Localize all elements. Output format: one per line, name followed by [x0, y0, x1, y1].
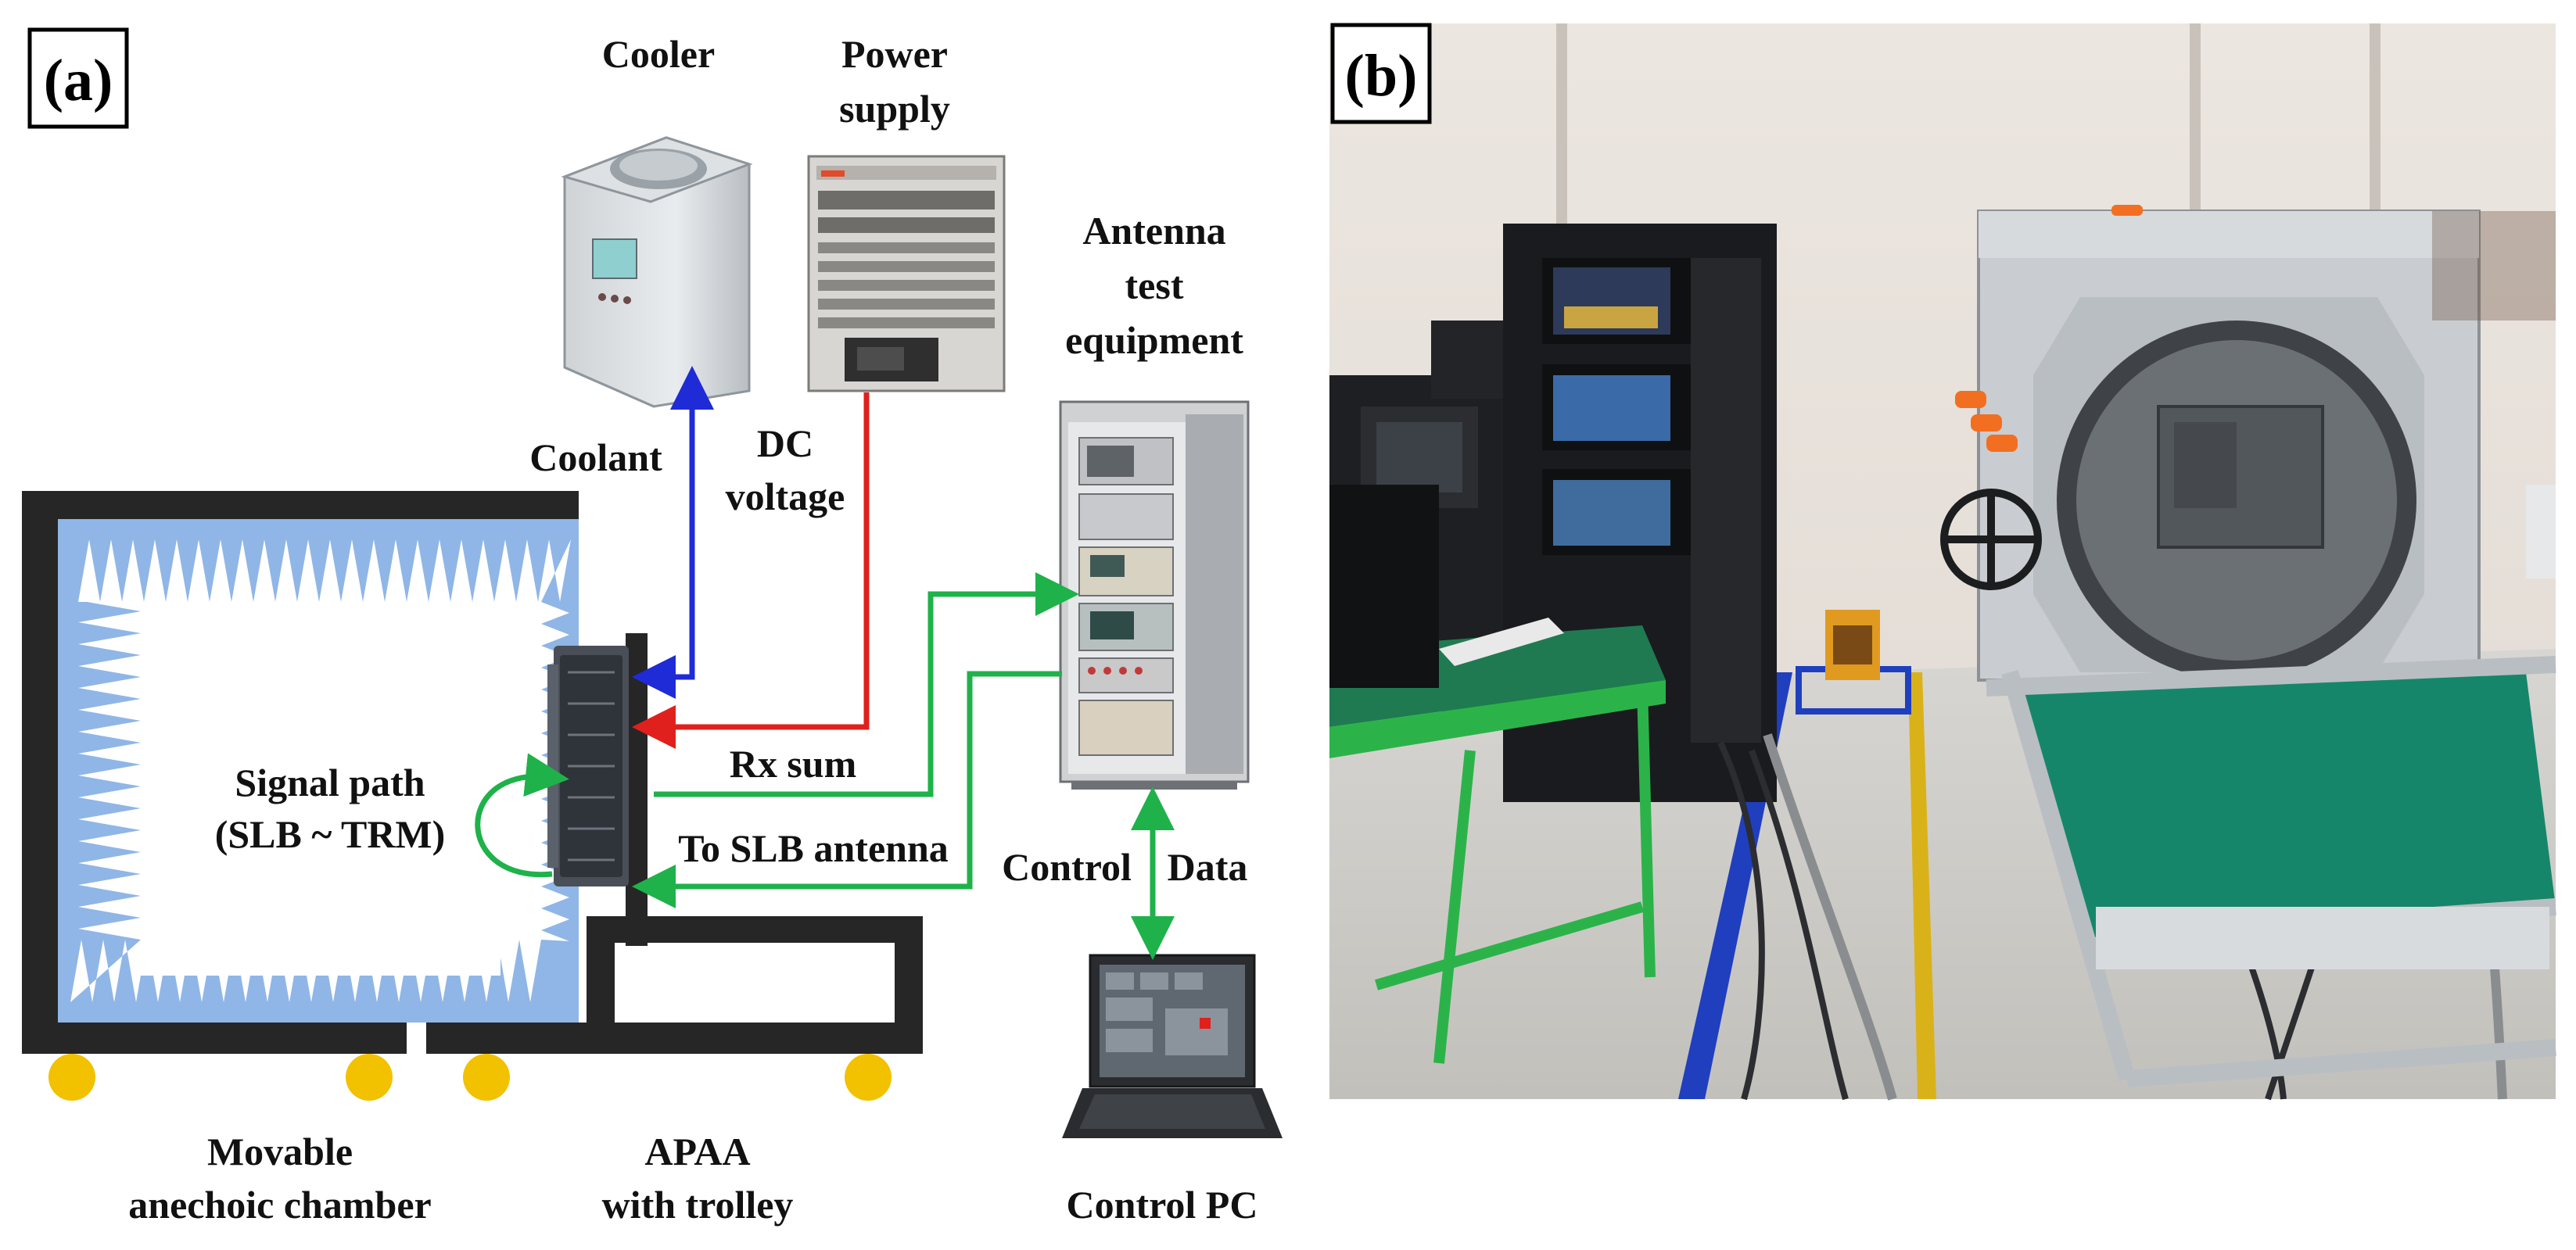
control-pc-label: Control PC: [1067, 1183, 1258, 1227]
chamber-label-1: Movable: [207, 1130, 353, 1173]
signal-path-label-2: (SLB ~ TRM): [215, 812, 446, 856]
antenna-label-2: test: [1125, 263, 1184, 307]
to-slb-label: To SLB antenna: [678, 826, 949, 870]
cooler-label: Cooler: [602, 32, 715, 76]
dc-label-2: voltage: [726, 475, 845, 518]
apaa-antenna-unit: [547, 646, 629, 886]
panel-a-label-box: [27, 27, 129, 129]
signal-path-label-1: Signal path: [235, 761, 425, 804]
antenna-label-1: Antenna: [1082, 209, 1225, 253]
dc-voltage-arrow: [632, 392, 870, 749]
power-supply-label-1: Power: [841, 32, 948, 76]
panel-b-label-box: [1330, 23, 1432, 124]
panel-b-photo: [1329, 23, 2556, 1101]
panel-a-label: (a): [44, 48, 113, 113]
coolant-arrow: [632, 366, 714, 699]
absorber-cones: [70, 539, 571, 1002]
apaa-label-2: with trolley: [602, 1183, 794, 1227]
chamber-label-2: anechoic chamber: [128, 1183, 431, 1227]
control-pc-laptop: [1062, 954, 1283, 1138]
power-supply-label-2: supply: [839, 87, 950, 131]
signal-path-arrow: [475, 753, 569, 878]
cooler: [561, 136, 753, 408]
apaa-label-1: APAA: [644, 1130, 750, 1173]
trolley-wheels: [48, 1054, 892, 1101]
rx-sum-arrow: [654, 572, 1079, 797]
panel-a: (a): [22, 27, 1283, 1227]
rx-sum-label: Rx sum: [730, 742, 857, 786]
anechoic-chamber: [22, 491, 902, 1054]
antenna-test-equipment: [1059, 400, 1250, 790]
control-label: Control: [1002, 845, 1132, 889]
data-label: Data: [1168, 845, 1248, 889]
panel-b-label: (b): [1345, 43, 1418, 109]
power-supply: [807, 155, 1006, 392]
dc-label-1: DC: [757, 421, 813, 465]
antenna-label-3: equipment: [1065, 318, 1243, 362]
coolant-label: Coolant: [529, 435, 662, 479]
to-slb-antenna-arrow: [632, 671, 1062, 908]
